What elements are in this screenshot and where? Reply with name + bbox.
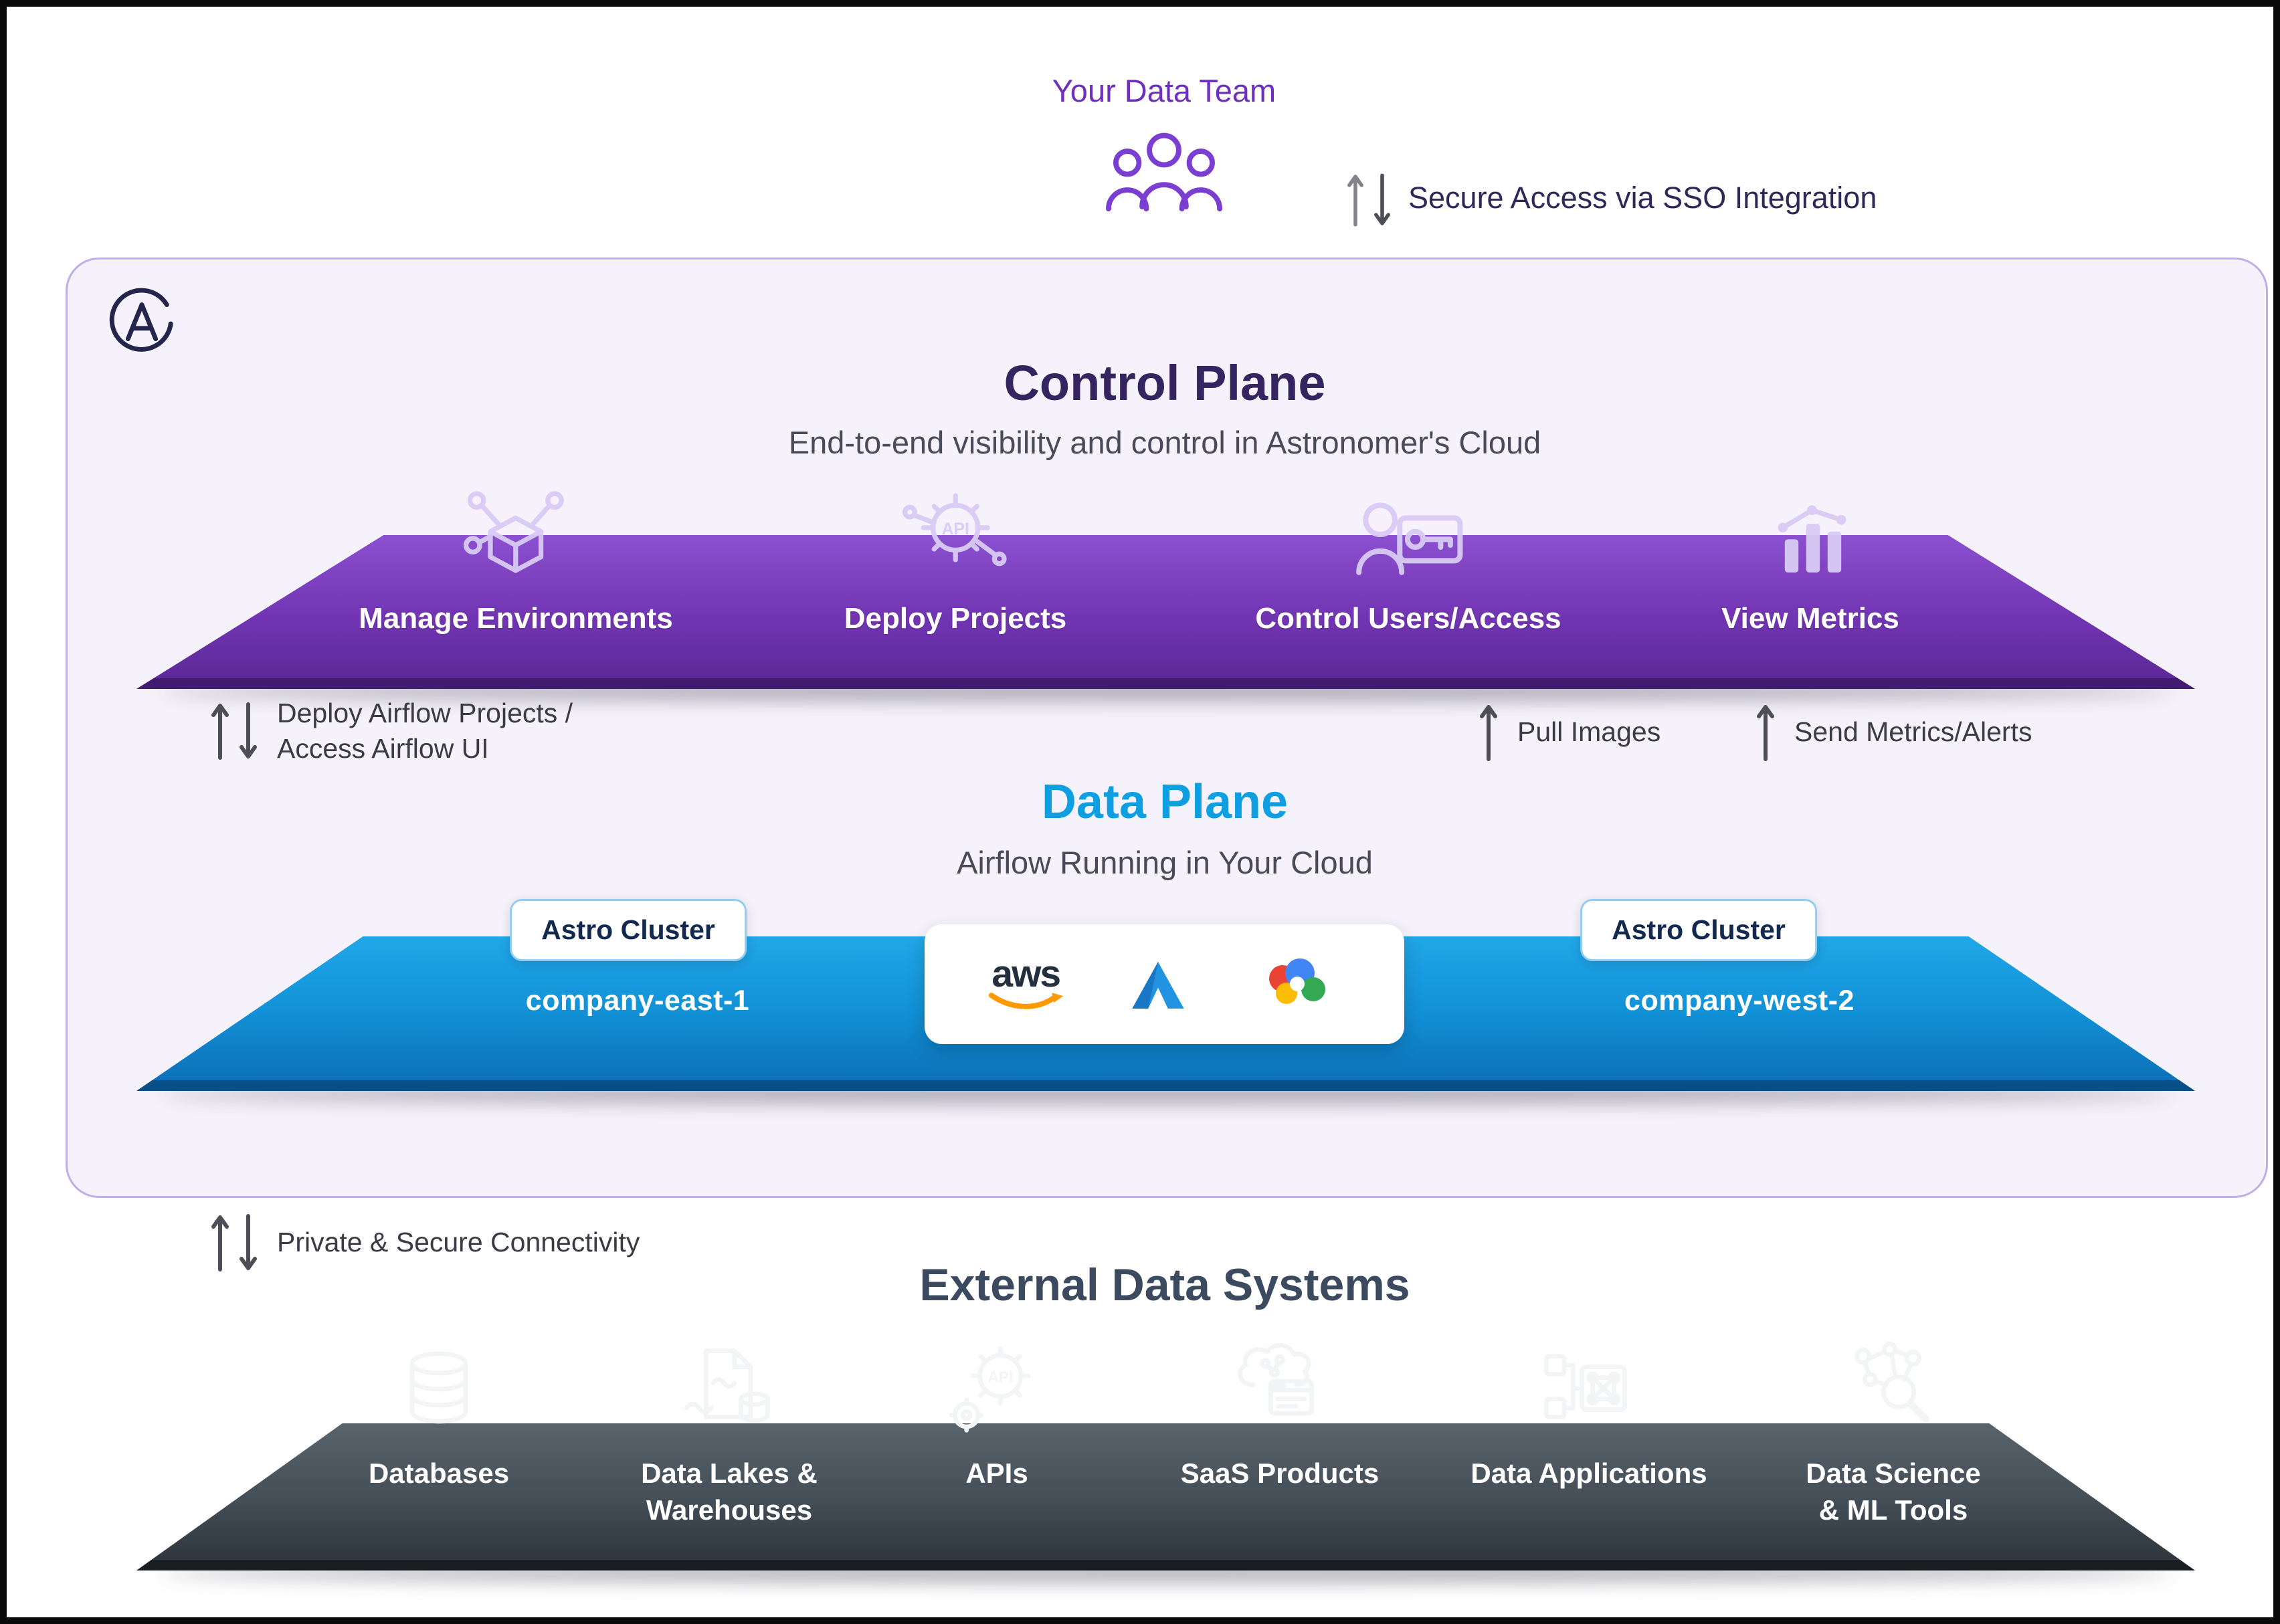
external-item-data-lakes: Data Lakes & Warehouses xyxy=(619,1339,840,1528)
team-label: Your Data Team xyxy=(1052,73,1276,108)
external-systems-title: External Data Systems xyxy=(919,1259,1410,1310)
pull-images-label: Pull Images xyxy=(1517,716,1661,748)
data-science-icon xyxy=(1855,1341,1929,1423)
sso-up-down-arrows-icon xyxy=(1345,169,1393,231)
api-icon-text: API xyxy=(987,1368,1013,1385)
api-gear-icon: API xyxy=(902,493,1007,567)
cloud-providers-card: aws xyxy=(925,924,1404,1044)
saas-icon xyxy=(1238,1343,1315,1416)
user-access-icon xyxy=(1355,502,1463,575)
pull-images-flow: Pull Images xyxy=(1477,699,1660,766)
up-arrow-icon xyxy=(1480,705,1497,761)
control-plane-title: Control Plane xyxy=(1004,355,1326,411)
sso-label: Secure Access via SSO Integration xyxy=(1408,181,1877,215)
team-people-icon xyxy=(1106,132,1222,212)
control-plane-subtitle: End-to-end visibility and control in Ast… xyxy=(788,425,1541,460)
control-item-label: Deploy Projects xyxy=(844,602,1067,635)
control-item-label: Manage Environments xyxy=(359,602,673,635)
external-item-label: APIs xyxy=(965,1457,1028,1489)
control-item-label: Control Users/Access xyxy=(1255,602,1561,635)
external-item-databases: Databases xyxy=(369,1339,509,1492)
deploy-flow-label: Deploy Airflow Projects / Access Airflow… xyxy=(277,698,573,765)
api-gear-text: API xyxy=(941,520,969,538)
up-down-arrows-icon xyxy=(209,1209,260,1276)
cluster-name-west: company-west-2 xyxy=(1624,985,1855,1017)
external-item-label: Data Science & ML Tools xyxy=(1806,1457,1981,1526)
astro-cluster-badge-west: Astro Cluster xyxy=(1580,899,1817,961)
cluster-name-east: company-east-1 xyxy=(525,985,750,1017)
control-item-deploy-projects: API Deploy Projects xyxy=(844,483,1067,635)
external-item-saas: SaaS Products xyxy=(1181,1339,1379,1492)
control-item-manage-environments: Manage Environments xyxy=(359,483,673,635)
aws-logo-text: aws xyxy=(991,952,1061,995)
aws-smile-icon xyxy=(989,993,1064,1009)
external-item-data-apps: Data Applications xyxy=(1470,1339,1707,1492)
deploy-flow: Deploy Airflow Projects / Access Airflow… xyxy=(209,696,642,767)
external-item-label: Data Applications xyxy=(1470,1457,1707,1489)
aws-logo: aws xyxy=(986,952,1065,1011)
control-plane-platform xyxy=(136,535,2195,689)
metrics-chart-icon xyxy=(1778,505,1846,573)
up-arrow-icon xyxy=(1757,705,1774,761)
azure-logo xyxy=(1131,961,1184,1009)
google-cloud-logo xyxy=(1268,958,1325,1004)
control-item-label: View Metrics xyxy=(1721,602,1899,635)
external-systems-platform xyxy=(136,1423,2195,1570)
send-metrics-flow: Send Metrics/Alerts xyxy=(1754,699,2032,766)
database-icon xyxy=(409,1351,468,1424)
external-item-label: SaaS Products xyxy=(1180,1457,1380,1489)
network-cube-icon xyxy=(464,491,565,573)
data-plane-subtitle: Airflow Running in Your Cloud xyxy=(957,845,1373,880)
control-item-view-metrics: View Metrics xyxy=(1721,483,1899,635)
data-plane-title: Data Plane xyxy=(1041,775,1289,829)
api-icon: API xyxy=(949,1346,1030,1433)
control-item-control-users: Control Users/Access xyxy=(1255,483,1561,635)
private-connectivity-label: Private & Secure Connectivity xyxy=(277,1227,640,1258)
up-down-arrows-icon xyxy=(209,698,260,765)
data-lake-icon xyxy=(684,1348,770,1423)
external-item-data-science: Data Science & ML Tools xyxy=(1793,1339,1994,1528)
external-item-label: Data Lakes & Warehouses xyxy=(641,1457,818,1526)
data-apps-icon xyxy=(1543,1354,1627,1419)
send-metrics-label: Send Metrics/Alerts xyxy=(1794,716,2032,748)
astronomer-logo xyxy=(109,288,173,352)
external-item-apis: API APIs xyxy=(943,1339,1050,1492)
external-item-label: Databases xyxy=(368,1457,510,1489)
private-connectivity-flow: Private & Secure Connectivity xyxy=(209,1209,640,1276)
astro-cluster-badge-east: Astro Cluster xyxy=(510,899,747,961)
